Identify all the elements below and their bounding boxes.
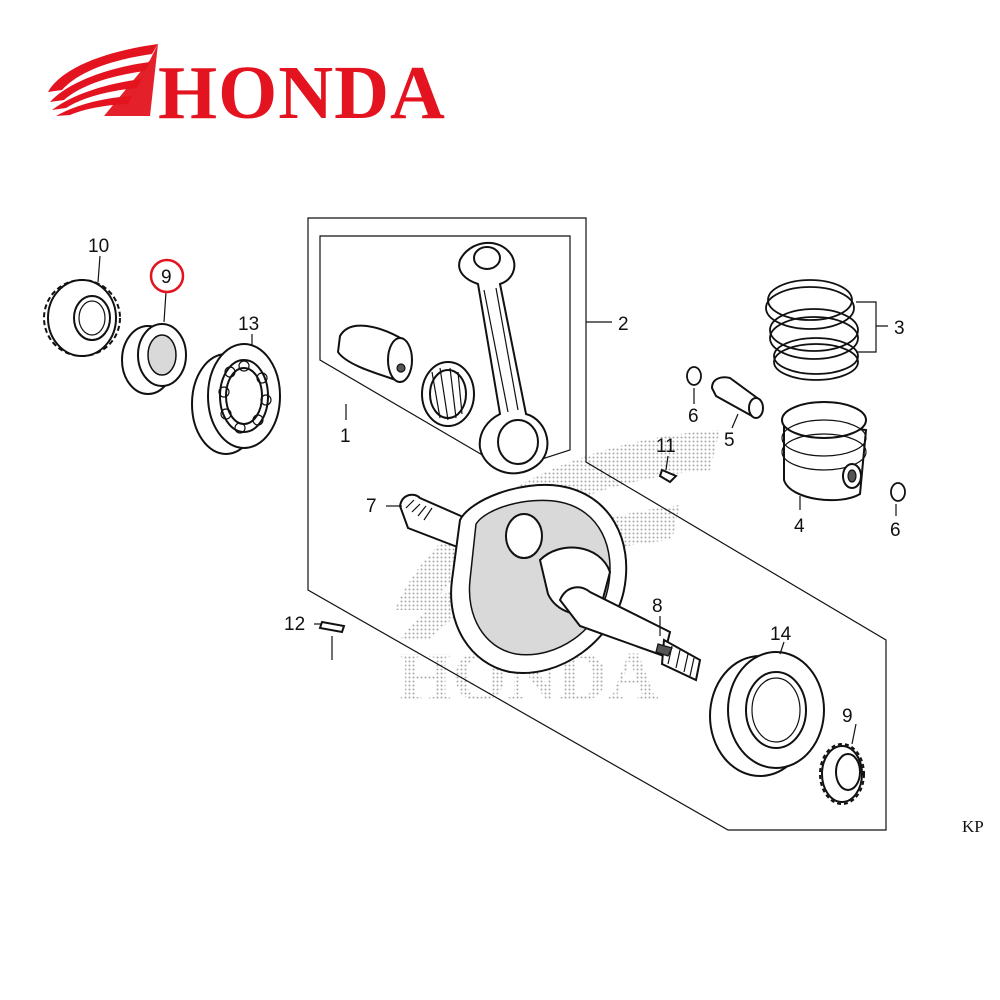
diagram-code: KP <box>962 817 984 836</box>
oil-seal <box>121 323 187 395</box>
leader-lines <box>97 255 897 745</box>
callout-labels: 10 9 13 1 2 3 4 5 6 6 7 8 9 11 12 14 <box>88 236 905 727</box>
timing-sprocket <box>819 743 865 805</box>
piston-rings <box>765 279 859 381</box>
callout-3: 3 <box>894 318 905 339</box>
watermark-wing-icon <box>395 430 720 610</box>
highlight-ring <box>149 258 185 294</box>
callout-6-left: 6 <box>688 406 699 427</box>
brand-name: HONDA <box>158 51 446 135</box>
callout-12: 11 <box>656 436 676 457</box>
piston-pin-clip-right <box>890 482 906 502</box>
callout-4: 4 <box>794 516 805 537</box>
callout-14: 13 <box>238 314 259 335</box>
ball-bearing-right <box>709 651 825 777</box>
callout-1: 1 <box>340 426 351 447</box>
piston-pin <box>710 376 764 419</box>
woodruff-key-12 <box>658 468 678 484</box>
needle-bearing <box>421 361 475 427</box>
callout-11: 10 <box>88 236 109 257</box>
callout-9: 9 <box>161 267 172 288</box>
callout-15: 14 <box>770 624 792 645</box>
callout-7: 7 <box>366 496 377 517</box>
ball-bearing-left <box>191 343 281 455</box>
callout-6-right: 6 <box>890 520 901 541</box>
callout-2: 2 <box>618 314 629 335</box>
wing-icon <box>48 44 158 116</box>
callout-8: 8 <box>652 596 663 617</box>
piston-pin-clip-left <box>686 366 702 386</box>
drive-gear <box>43 279 121 357</box>
connecting-rod <box>458 241 549 475</box>
piston <box>781 401 868 502</box>
crankshaft <box>398 483 702 682</box>
callout-10: 9 <box>842 706 853 727</box>
honda-wing-logo: HONDA <box>48 44 446 135</box>
callout-13: 12 <box>284 614 305 635</box>
woodruff-key-13 <box>318 620 346 660</box>
callout-5: 5 <box>724 430 735 451</box>
assembly-outline-2 <box>307 217 887 831</box>
crank-pin <box>336 324 413 383</box>
